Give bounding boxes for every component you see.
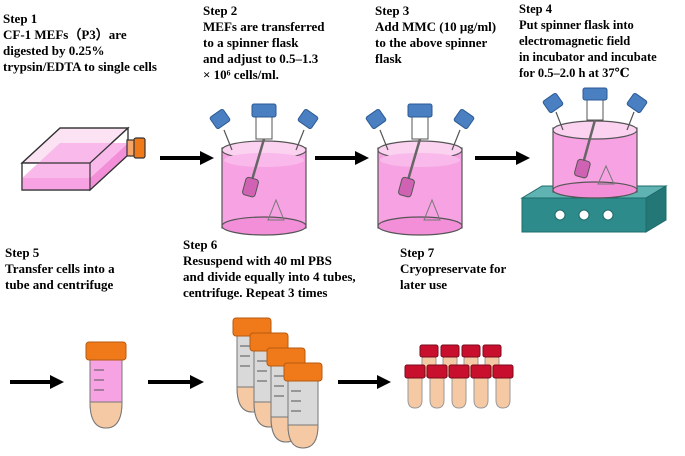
step-1-text: Step 1 CF-1 MEFs（P3）are digested by 0.25…	[3, 11, 157, 75]
step-3-line-2: to the above spinner	[375, 35, 488, 50]
step-1-line-3: trypsin/EDTA to single cells	[3, 59, 157, 74]
spinner-flask-icon	[209, 103, 319, 236]
arrow-icon	[475, 151, 530, 165]
spinner-flask-icon	[365, 103, 475, 236]
step-7-line-1: Cryopreservate for	[400, 261, 507, 276]
centrifuge-tube-icon	[283, 362, 323, 449]
step-6-title: Step 6	[183, 237, 218, 252]
arrow-icon	[338, 375, 391, 389]
step-3-title: Step 3	[375, 3, 410, 18]
cryovial-icon	[492, 364, 514, 409]
step-1-line-1: CF-1 MEFs（P3）are	[3, 27, 127, 42]
step-5-title: Step 5	[5, 245, 40, 260]
step-5-text: Step 5 Transfer cells into a tube and ce…	[5, 245, 115, 293]
spinner-flask-icon	[542, 87, 648, 199]
cryovial-icon	[470, 364, 492, 409]
step-3-line-3: flask	[375, 51, 402, 66]
step-2-line-1: MEFs are transferred	[203, 19, 325, 34]
step-2-line-2: to a spinner flask	[203, 35, 299, 50]
step-6-text: Step 6 Resuspend with 40 ml PBS and divi…	[183, 237, 356, 301]
step-4-line-1: Put spinner flask into	[519, 18, 634, 32]
centrifuge-tube-icon	[85, 341, 127, 429]
step-4-title: Step 4	[519, 2, 552, 16]
step-4-text: Step 4 Put spinner flask into electromag…	[519, 1, 657, 81]
step-2-line-4: × 10⁶ cells/ml.	[203, 67, 279, 82]
step-3-text: Step 3 Add MMC (10 μg/ml) to the above s…	[375, 3, 496, 67]
culture-flask-icon	[20, 126, 146, 192]
step-4-line-3: in incubator and incubate	[519, 50, 657, 64]
step-2-title: Step 2	[203, 3, 238, 18]
step-7-line-2: later use	[400, 277, 448, 292]
step-4-line-4: for 0.5–2.0 h at 37℃	[519, 66, 630, 80]
arrow-icon	[160, 151, 214, 165]
arrow-icon	[315, 151, 369, 165]
cryovial-icon	[426, 364, 448, 409]
step-6-line-3: centrifuge. Repeat 3 times	[183, 285, 328, 300]
step-2-line-3: and adjust to 0.5–1.3	[203, 51, 319, 66]
step-6-line-2: and divide equally into 4 tubes,	[183, 269, 356, 284]
cryovial-icon	[404, 364, 426, 409]
step-5-line-2: tube and centrifuge	[5, 277, 114, 292]
step-7-title: Step 7	[400, 245, 435, 260]
step-6-line-1: Resuspend with 40 ml PBS	[183, 253, 332, 268]
arrow-icon	[10, 375, 64, 389]
step-3-line-1: Add MMC (10 μg/ml)	[375, 19, 497, 34]
step-2-text: Step 2 MEFs are transferred to a spinner…	[203, 3, 325, 83]
step-1-title: Step 1	[3, 11, 38, 26]
step-7-text: Step 7 Cryopreservate for later use	[400, 245, 506, 293]
step-1-line-2: digested by 0.25%	[3, 43, 105, 58]
step-5-line-1: Transfer cells into a	[5, 261, 115, 276]
step-4-line-2: electromagnetic field	[519, 34, 631, 48]
arrow-icon	[148, 375, 204, 389]
cryovial-icon	[448, 364, 470, 409]
